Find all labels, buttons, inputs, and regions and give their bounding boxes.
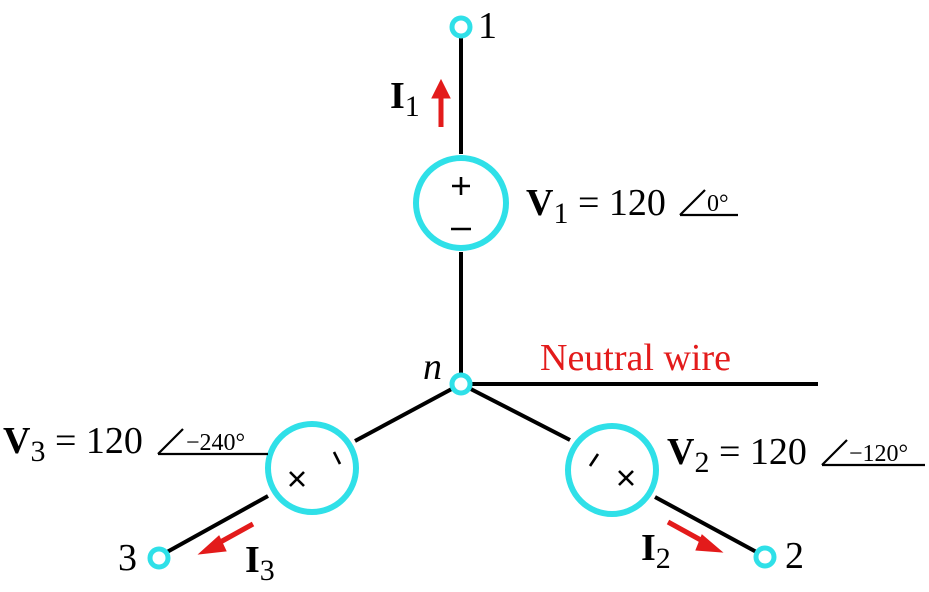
current-arrow-2 — [666, 519, 724, 553]
svg-text:V2 = 120: V2 = 120 — [667, 431, 807, 479]
terminal-2-label: 2 — [785, 535, 804, 577]
svg-text:V3 = 120: V3 = 120 — [3, 420, 143, 468]
wire-phase-2-inner — [460, 382, 571, 442]
current-arrow-1 — [431, 78, 451, 127]
voltage-label-1: V1 = 120 0° — [526, 182, 738, 230]
current-label-2: I2 — [641, 527, 671, 575]
neutral-node — [449, 372, 473, 396]
current-arrow-3 — [197, 521, 255, 555]
terminal-1-label: 1 — [478, 5, 497, 47]
neutral-wire-label: Neutral wire — [540, 337, 731, 379]
terminal-3-label: 3 — [118, 537, 137, 579]
terminal-3 — [147, 546, 171, 570]
terminal-2 — [753, 545, 777, 569]
voltage-angle-3: −240° — [186, 430, 245, 456]
voltage-angle-1: 0° — [707, 191, 729, 217]
voltage-label-3: V3 = 120 −240° — [3, 420, 268, 468]
angle-symbol — [821, 439, 848, 466]
angle-symbol — [679, 189, 706, 216]
voltage-angle-2: −120° — [849, 441, 908, 467]
voltage-source-1 — [413, 155, 509, 251]
wire-phase-3-inner — [354, 382, 462, 443]
angle-symbol — [157, 428, 184, 455]
minus-sign — [332, 451, 342, 465]
current-label-3: I3 — [245, 539, 275, 587]
neutral-node-label: n — [423, 346, 442, 388]
voltage-label-2: V2 = 120 −120° — [667, 431, 925, 479]
current-label-1: I1 — [390, 75, 420, 123]
voltage-source-2 — [565, 423, 659, 517]
wire-phase-3-outer — [157, 494, 269, 559]
plus-sign-cross — [618, 470, 634, 486]
terminal-1 — [449, 15, 473, 39]
plus-sign-cross — [289, 471, 305, 487]
svg-text:V1 = 120: V1 = 120 — [526, 182, 666, 230]
minus-sign — [588, 453, 600, 467]
voltage-source-3 — [265, 421, 359, 515]
wire-phase-2-outer — [654, 495, 763, 557]
